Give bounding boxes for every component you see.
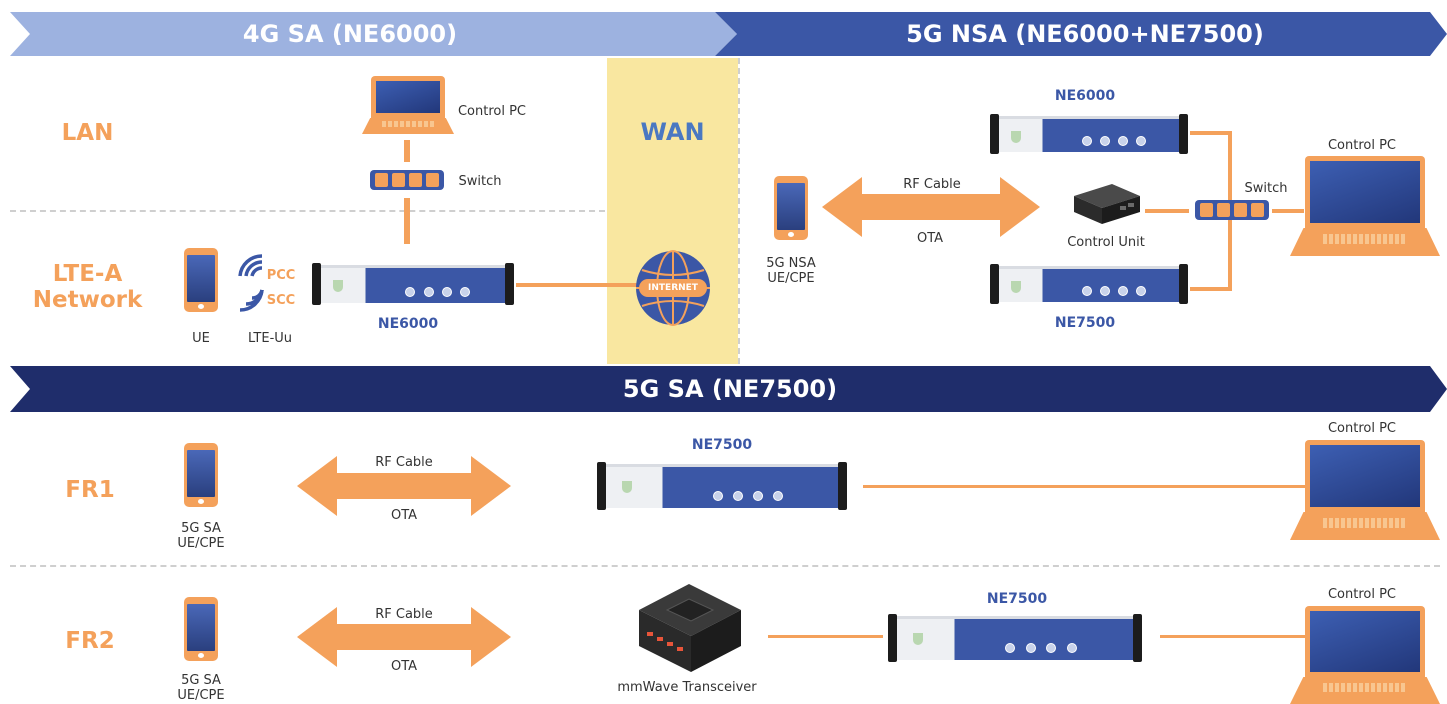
fr1-ne7500-pc-link <box>863 485 1305 488</box>
cu-switch-link <box>1145 209 1189 213</box>
fr1-control-pc-label: Control PC <box>1327 421 1397 436</box>
fr1-ue-phone-icon <box>184 443 218 507</box>
internet-label: INTERNET <box>648 283 698 293</box>
nsa-ue-phone-icon <box>774 176 808 240</box>
fr2-ue-label-line1: 5G SA <box>181 673 221 688</box>
header-5g-sa-arrow <box>10 366 1447 412</box>
fr2-ota-label: OTA <box>390 659 418 674</box>
control-pc-label: Control PC <box>457 104 527 119</box>
fr2-ne7500-device <box>888 614 1142 662</box>
header-4g-sa-title: 4G SA (NE6000) <box>242 20 458 48</box>
header-4g-sa-arrow <box>10 12 737 56</box>
fr2-transceiver-ne7500-link <box>768 635 883 638</box>
ne6000-label: NE6000 <box>377 316 439 332</box>
lan-lte-divider <box>10 210 605 212</box>
nsa-control-pc-label: Control PC <box>1327 138 1397 153</box>
nsa-ne6000-label: NE6000 <box>1054 88 1116 104</box>
switch-icon <box>370 170 444 190</box>
mmwave-transceiver-icon <box>639 584 741 672</box>
fr1-ne7500-device <box>597 462 847 510</box>
ne6000-device <box>312 263 514 305</box>
header-5g-sa-title: 5G SA (NE7500) <box>622 375 838 403</box>
nsa-switch-icon <box>1195 200 1269 220</box>
control-unit-label: Control Unit <box>1067 235 1145 250</box>
ue-phone-icon <box>184 248 218 312</box>
fr2-ne7500-label: NE7500 <box>986 591 1048 607</box>
switch-pc-link <box>1272 209 1304 213</box>
fr2-ue-label-line2: UE/CPE <box>177 688 225 703</box>
internet-globe-icon <box>636 250 710 326</box>
fr2-laptop-icon <box>1290 606 1440 704</box>
fr1-double-arrow-icon <box>297 456 511 516</box>
fr2-ue-phone-icon <box>184 597 218 661</box>
control-unit-icon <box>1074 184 1140 224</box>
laptop-icon <box>362 76 454 134</box>
nsa-ue-label-line2: UE/CPE <box>767 271 815 286</box>
fr1-ue-label-line2: UE/CPE <box>177 536 225 551</box>
lan-label: LAN <box>61 120 114 146</box>
scc-label: SCC <box>266 293 296 308</box>
lte-label-line1: LTE-A <box>52 261 123 287</box>
fr1-label: FR1 <box>65 477 115 503</box>
nsa-ne6000-device <box>990 114 1188 154</box>
header-5g-nsa-arrow <box>715 12 1447 56</box>
nsa-rf-cable-label: RF Cable <box>903 177 961 192</box>
header-5g-nsa-title: 5G NSA (NE6000+NE7500) <box>906 20 1264 48</box>
fr2-control-pc-label: Control PC <box>1327 587 1397 602</box>
nsa-ne6000-link <box>1190 131 1232 135</box>
nsa-switch-label: Switch <box>1244 181 1288 196</box>
ne6000-internet-link <box>516 283 644 287</box>
fr1-ne7500-label: NE7500 <box>691 437 753 453</box>
fr2-rf-cable-label: RF Cable <box>375 607 433 622</box>
switch-ne6000-link <box>404 198 410 244</box>
nsa-laptop-icon <box>1290 156 1440 256</box>
lte-uu-label: LTE-Uu <box>247 331 293 346</box>
pcc-label: PCC <box>266 268 296 283</box>
fr2-ne7500-pc-link <box>1160 635 1305 638</box>
ue-label: UE <box>192 331 210 346</box>
fr1-ota-label: OTA <box>390 508 418 523</box>
wan-label: WAN <box>640 118 705 146</box>
lte-label-line2: Network <box>32 287 143 313</box>
switch-label: Switch <box>458 174 502 189</box>
fr2-label: FR2 <box>65 628 115 654</box>
fr2-double-arrow-icon <box>297 607 511 667</box>
nsa-ne7500-label: NE7500 <box>1054 315 1116 331</box>
nsa-ne7500-device <box>990 264 1188 304</box>
pc-switch-link <box>404 140 410 162</box>
wan-nsa-divider <box>738 58 740 364</box>
fr1-rf-cable-label: RF Cable <box>375 455 433 470</box>
wireless-signal-icon <box>238 254 264 312</box>
nsa-ota-label: OTA <box>916 231 944 246</box>
fr1-ue-label-line1: 5G SA <box>181 521 221 536</box>
fr1-fr2-divider <box>10 565 1440 567</box>
nsa-ne7500-link <box>1190 287 1232 291</box>
fr1-laptop-icon <box>1290 440 1440 540</box>
nsa-double-arrow-icon <box>822 177 1040 237</box>
nsa-ue-label-line1: 5G NSA <box>766 256 816 271</box>
mmwave-transceiver-label: mmWave Transceiver <box>617 680 757 695</box>
